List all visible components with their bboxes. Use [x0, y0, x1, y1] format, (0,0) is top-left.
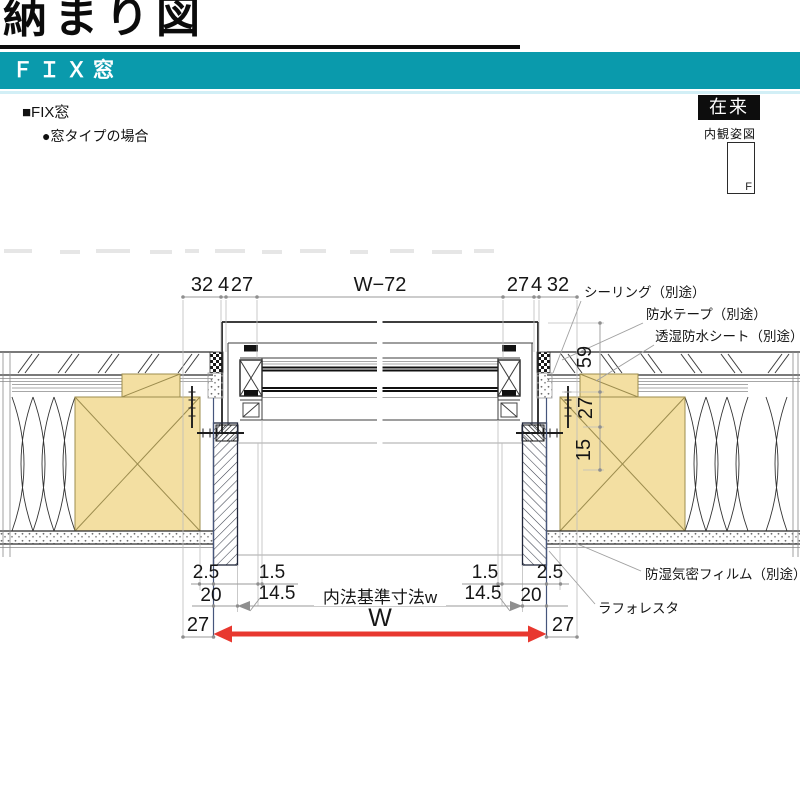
callout-sealing: シーリング（別途） — [584, 284, 706, 300]
dim-inner-width-label: 内法基準寸法w — [323, 588, 438, 607]
dim-27-bottom-left: 27 — [187, 614, 209, 636]
dim-top-27-left: 27 — [231, 274, 253, 296]
dim-14-5-left: 14.5 — [259, 583, 296, 604]
subsection-label: ■FIX窓 — [22, 104, 70, 121]
callout-breathable-sheet: 透湿防水シート（別途） — [655, 328, 800, 344]
dim-top-27-right: 27 — [507, 274, 529, 296]
dim-1-5-left: 1.5 — [259, 562, 285, 583]
title-underline — [0, 45, 520, 49]
centerline-break — [377, 314, 383, 448]
dim-20-left: 20 — [200, 585, 221, 606]
dim-right-59: 59 — [574, 346, 596, 368]
case-label: ●窓タイプの場合 — [42, 128, 149, 144]
faded-watermark — [4, 249, 494, 254]
width-arrow — [213, 625, 547, 643]
wall-right-extension — [760, 351, 800, 557]
section-header-label: ＦＩＸ窓 — [12, 59, 120, 82]
dim-right-27: 27 — [575, 397, 597, 419]
dim-1-5-right: 1.5 — [472, 562, 498, 583]
wall-section-left — [0, 351, 214, 549]
dim-2-5-left: 2.5 — [193, 562, 219, 583]
dim-2-5-right: 2.5 — [537, 562, 563, 583]
elevation-caption: 内観姿図 — [704, 127, 757, 141]
dim-top-32-right: 32 — [547, 274, 569, 296]
callout-texts: シーリング（別途） 防水テープ（別途） 透湿防水シート（別途） 防湿気密フィルム… — [584, 284, 800, 616]
window-type-mark: F — [745, 181, 752, 193]
dimension-texts: 32 4 27 W−72 27 4 32 59 27 15 2.5 1.5 1.… — [187, 274, 597, 636]
dim-top-4-right: 4 — [531, 274, 542, 296]
callout-laforesta-trim: ラフォレスタ — [598, 601, 679, 616]
dim-top-4-left: 4 — [218, 274, 229, 296]
page-title: 納まり図 — [3, 0, 207, 42]
dim-top-32-left: 32 — [191, 274, 213, 296]
section-header-accent-line — [0, 91, 800, 94]
extension-lines — [182, 300, 604, 638]
callout-vapor-barrier-film: 防湿気密フィルム（別途） — [645, 566, 800, 582]
dim-14-5-right: 14.5 — [465, 583, 502, 604]
construction-type-badge: 在来 — [698, 95, 760, 120]
dim-20-right: 20 — [520, 585, 541, 606]
dim-w-label: W — [368, 604, 392, 632]
callout-waterproof-tape: 防水テープ（別途） — [646, 306, 767, 322]
dim-right-15: 15 — [573, 439, 595, 461]
section-header-bar: ＦＩＸ窓 — [0, 52, 800, 89]
dim-27-bottom-right: 27 — [552, 614, 574, 636]
callout-leaders — [548, 300, 655, 605]
dim-top-w72: W−72 — [354, 274, 407, 296]
window-elevation-thumbnail: F — [727, 142, 755, 194]
wall-left-edge-lines — [2, 352, 11, 557]
